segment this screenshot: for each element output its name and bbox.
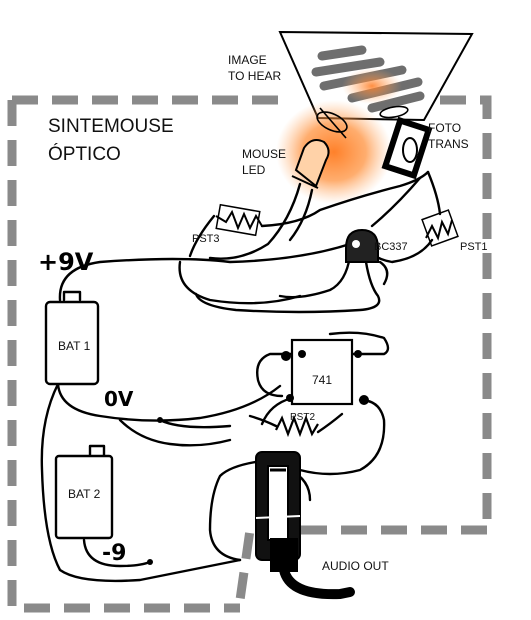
resistor-pst1: [421, 209, 459, 247]
wiring: [40, 170, 442, 583]
bc337-label: BC337: [374, 241, 408, 253]
image-label-1: IMAGE: [228, 53, 267, 67]
pst3-label: PST3: [192, 233, 220, 245]
phototransistor: [381, 116, 433, 180]
image-label-2: TO HEAR: [228, 69, 281, 83]
led-glow-reflection: [342, 68, 402, 104]
bat1-label: BAT 1: [58, 339, 91, 353]
led-glow: [276, 100, 392, 204]
junction-dots: [147, 417, 163, 565]
mouse-led-label-2: LED: [242, 163, 266, 177]
title-line-2: ÓPTICO: [48, 143, 121, 165]
minus-9-label: -9: [102, 541, 126, 566]
resistor-pst2: [275, 414, 319, 438]
mouse-led-label-1: MOUSE: [242, 147, 286, 161]
foto-label-2: TRANS: [428, 137, 469, 151]
plus-9v-label: +9V: [38, 248, 94, 276]
battery-2: [54, 454, 114, 540]
foto-label-1: FOTO: [428, 121, 461, 135]
transistor-bc337: [345, 228, 379, 263]
battery-1: [44, 300, 100, 386]
opamp-chip: [281, 338, 369, 406]
zero-v-label: 0V: [104, 387, 134, 411]
bat2-label: BAT 2: [68, 487, 101, 501]
mouse-led: [291, 139, 330, 189]
resistor-pst3: [215, 203, 263, 237]
light-lens: [316, 105, 409, 139]
audio-out-label: AUDIO OUT: [322, 559, 389, 573]
opamp-label: 741: [312, 373, 332, 387]
enclosure-frame: [7, 95, 492, 613]
pst1-label: PST1: [460, 241, 488, 253]
title-line-1: SINTEMOUSE: [48, 116, 174, 137]
pst2-label: PST2: [290, 412, 315, 423]
audio-jack: [255, 451, 355, 600]
